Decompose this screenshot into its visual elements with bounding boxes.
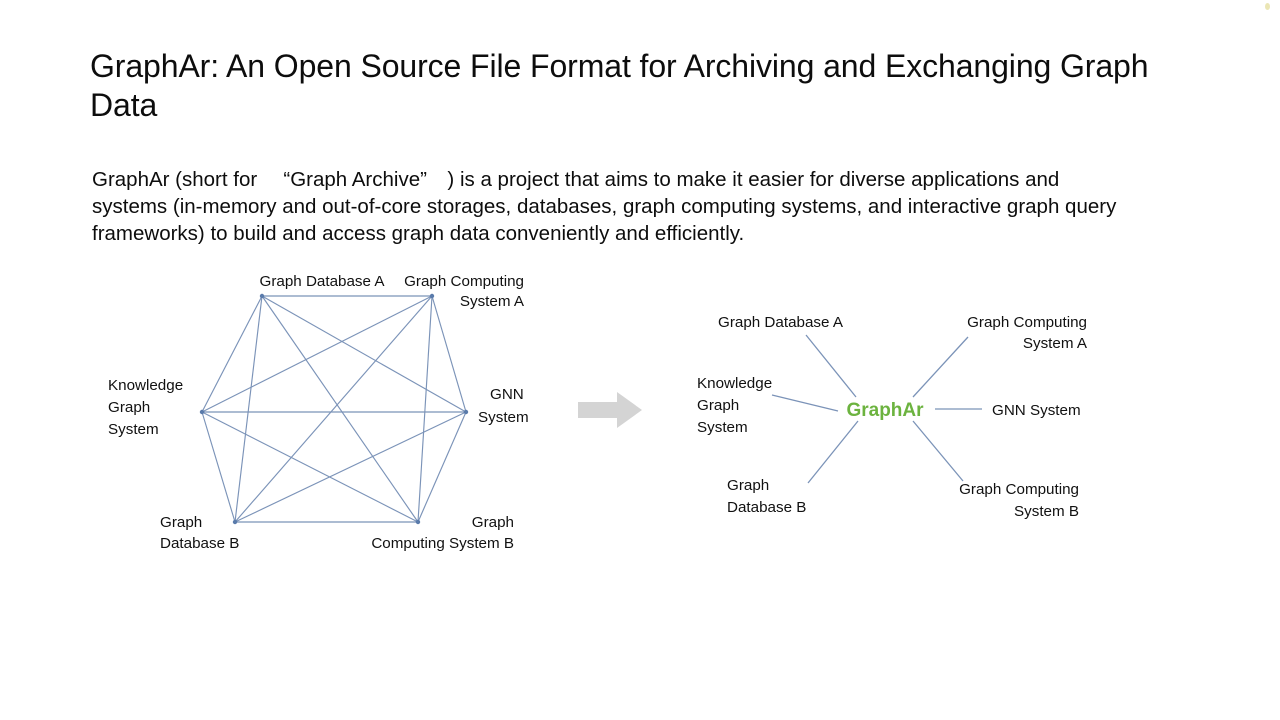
star-label-knowledge-graph-system-line1: Knowledge (697, 375, 772, 392)
mesh-label-graph-database-a: Graph Database A (260, 273, 386, 290)
vertex-knowledge-graph-system (199, 409, 205, 415)
edge-c-e (234, 411, 467, 523)
corner-artifact-dot (1265, 3, 1270, 10)
page-title: GraphAr: An Open Source File Format for … (90, 48, 1158, 124)
right-star-diagram: GraphAr Graph Database A Graph Computing… (697, 314, 1088, 520)
star-label-graph-computing-system-b-line1: Graph Computing (959, 481, 1079, 498)
star-label-knowledge-graph-system-line3: System (697, 419, 748, 436)
star-label-graph-computing-system-b-line2: System B (1014, 503, 1079, 520)
slide-body-paragraph: GraphAr (short for “Graph Archive” ) is … (92, 167, 1117, 245)
spoke-graph-database-b (807, 420, 859, 484)
vertex-gnn-system (463, 409, 469, 415)
star-label-gnn-system: GNN System (992, 402, 1081, 419)
mesh-edges (201, 295, 467, 523)
vertex-graph-database-b (232, 519, 238, 525)
spoke-graph-database-a (805, 334, 857, 398)
star-label-graph-database-b-line1: Graph (727, 477, 769, 494)
mesh-label-knowledge-graph-system-line3: System (108, 421, 159, 438)
spoke-knowledge-graph-system (771, 394, 839, 412)
figure-diagram: Graph Database A Graph Computing System … (0, 245, 1280, 585)
edge-d-f (201, 411, 419, 523)
mesh-label-graph-computing-system-a-line1: Graph Computing (404, 273, 524, 290)
star-label-graph-database-b-line2: Database B (727, 499, 806, 516)
mesh-label-gnn-system-line1: GNN (490, 386, 524, 403)
mesh-vertices (199, 293, 469, 525)
left-mesh-diagram: Graph Database A Graph Computing System … (108, 273, 529, 552)
mesh-label-graph-computing-system-a-line2: System A (460, 293, 525, 310)
spoke-graph-computing-system-b (912, 420, 964, 482)
vertex-graph-database-a (259, 293, 265, 299)
edge-a-e (234, 295, 263, 523)
star-label-graph-database-a: Graph Database A (718, 314, 844, 331)
mesh-label-gnn-system-line2: System (478, 409, 529, 426)
mesh-label-knowledge-graph-system-line2: Graph (108, 399, 150, 416)
star-label-knowledge-graph-system-line2: Graph (697, 397, 739, 414)
edge-b-f (201, 295, 433, 413)
edge-a-f (201, 295, 263, 413)
edge-b-d (417, 295, 433, 523)
edge-c-d (417, 411, 467, 523)
edge-e-f (201, 411, 236, 523)
mesh-label-graph-computing-system-b-line2: Computing System B (371, 535, 514, 552)
star-label-graph-computing-system-a-line2: System A (1023, 335, 1088, 352)
spoke-graph-computing-system-a (912, 336, 969, 398)
edge-a-c (261, 295, 467, 413)
star-spokes (771, 334, 982, 484)
edge-b-e (234, 295, 433, 523)
mesh-label-graph-database-b-line1: Graph (160, 514, 202, 531)
rightwards-arrow-icon (578, 392, 642, 428)
mesh-label-knowledge-graph-system-line1: Knowledge (108, 377, 183, 394)
star-label-graph-computing-system-a-line1: Graph Computing (967, 314, 1087, 331)
edge-b-c (431, 295, 467, 413)
star-center-label: GraphAr (846, 400, 924, 421)
vertex-graph-computing-system-a (429, 293, 435, 299)
vertex-graph-computing-system-b (415, 519, 421, 525)
mesh-label-graph-computing-system-b-line1: Graph (472, 514, 514, 531)
mesh-label-graph-database-b-line2: Database B (160, 535, 239, 552)
edge-a-d (261, 295, 419, 523)
